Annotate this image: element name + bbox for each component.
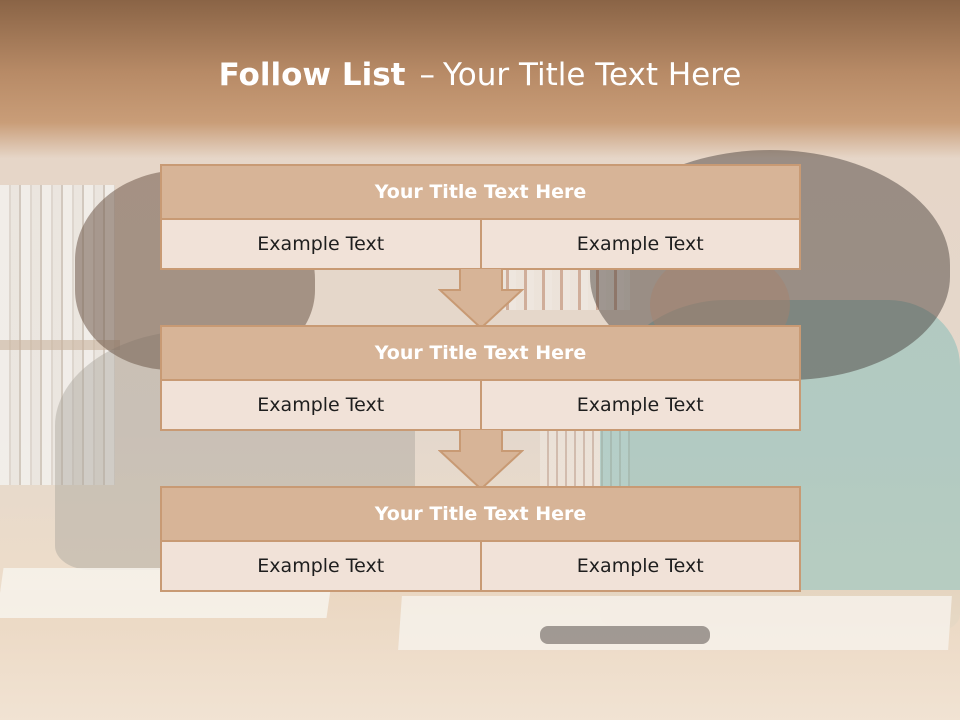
list-step-3: Your Title Text Here Example Text Exampl…: [160, 486, 801, 592]
step-cell-right: Example Text: [479, 220, 801, 270]
down-arrow-icon: [438, 429, 524, 491]
step-cell-right: Example Text: [479, 542, 801, 592]
slide-title: Follow List–Your Title Text Here: [0, 40, 960, 110]
step-cell-left: Example Text: [160, 381, 482, 431]
step-header: Your Title Text Here: [160, 325, 801, 381]
step-cell-left: Example Text: [160, 542, 482, 592]
list-step-2: Your Title Text Here Example Text Exampl…: [160, 325, 801, 431]
step-cell-right: Example Text: [479, 381, 801, 431]
step-row: Example Text Example Text: [160, 220, 801, 270]
title-bold-text: Follow List: [218, 57, 406, 93]
step-header: Your Title Text Here: [160, 164, 801, 220]
title-rest-text: Your Title Text Here: [442, 57, 742, 93]
list-step-1: Your Title Text Here Example Text Exampl…: [160, 164, 801, 270]
step-row: Example Text Example Text: [160, 381, 801, 431]
step-cell-left: Example Text: [160, 220, 482, 270]
title-dash: –: [419, 57, 435, 93]
down-arrow-icon: [438, 268, 524, 330]
step-row: Example Text Example Text: [160, 542, 801, 592]
step-header: Your Title Text Here: [160, 486, 801, 542]
